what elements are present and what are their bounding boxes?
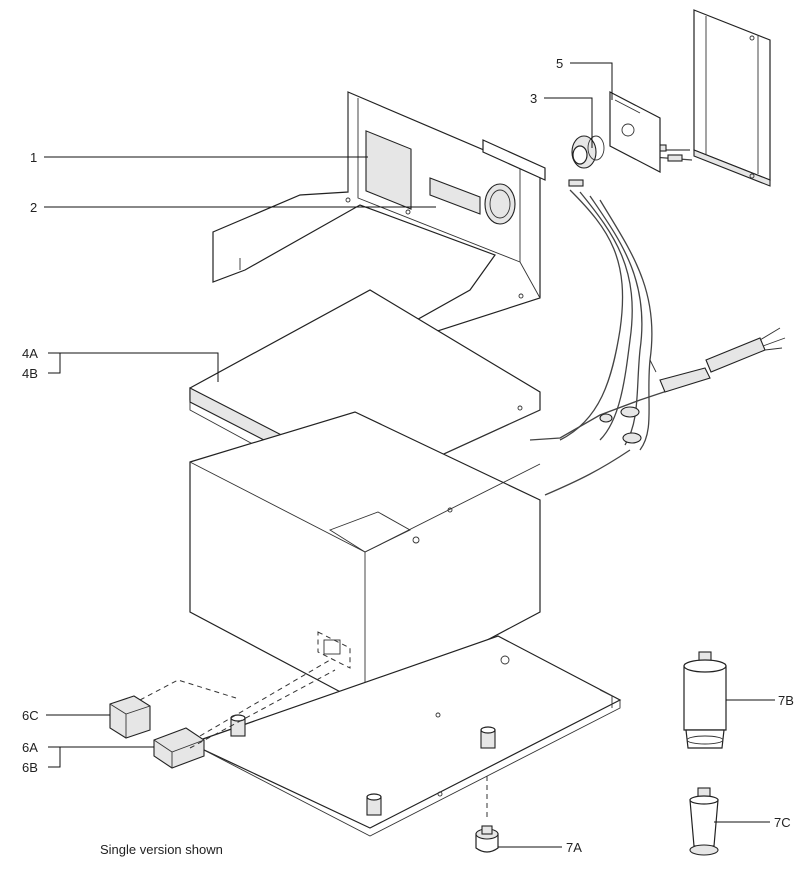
callout-7c: 7C (774, 815, 791, 830)
foot-7b (683, 651, 727, 749)
thermostat-knob (571, 135, 605, 169)
switch-6c (109, 695, 151, 739)
callout-5: 5 (556, 56, 563, 71)
main-box (189, 411, 541, 706)
callout-7a: 7A (566, 840, 582, 855)
upper-bracket (212, 91, 546, 381)
diagram-caption: Single version shown (100, 842, 223, 857)
switch-6a-6b (153, 727, 205, 769)
foot-7c (689, 787, 719, 856)
channel-bracket (693, 9, 771, 187)
callout-6c: 6C (22, 708, 39, 723)
switch-dash-lines (139, 659, 336, 749)
callout-6b: 6B (22, 760, 38, 775)
callout-4a: 4A (22, 346, 38, 361)
mounting-plate (609, 91, 661, 173)
wiring-harness (529, 144, 786, 496)
callout-4b: 4B (22, 366, 38, 381)
callout-7b: 7B (778, 693, 794, 708)
callout-3: 3 (530, 91, 537, 106)
callout-2: 2 (30, 200, 37, 215)
foot-7a (475, 776, 499, 853)
callout-1: 1 (30, 150, 37, 165)
callout-6a: 6A (22, 740, 38, 755)
leader-lines (44, 62, 775, 848)
foot-post (230, 714, 496, 816)
